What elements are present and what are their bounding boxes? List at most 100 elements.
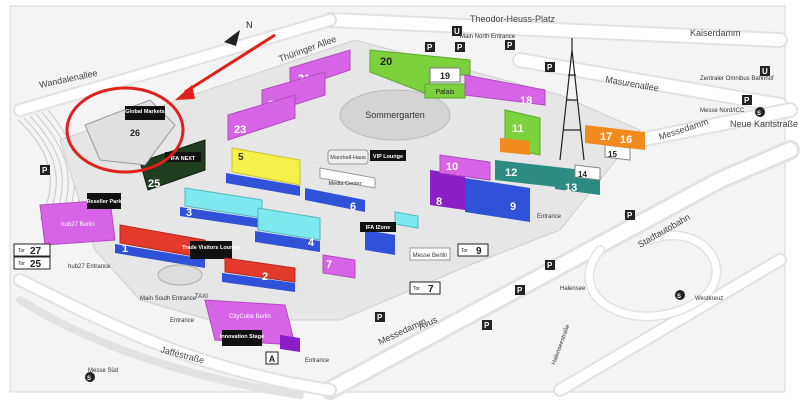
ifa-izone-label: IFA IZone [366, 225, 391, 231]
hall-2[interactable] [224, 257, 296, 283]
sommergarten-label: Sommergarten [365, 110, 425, 120]
tor-27-sign[interactable]: Tor 27 [13, 243, 51, 257]
hall-8[interactable] [430, 170, 465, 210]
svg-text:P: P [427, 43, 433, 52]
taxi-label: TAXI [195, 294, 208, 300]
hall-23-number: 23 [234, 124, 246, 136]
global-markets-label: Global Markets [125, 109, 164, 115]
sommergarten-area [339, 89, 451, 141]
tor-7-number: 7 [428, 284, 434, 295]
transit-icons: U U S S S [85, 26, 770, 382]
vip-lounge-tag[interactable] [370, 150, 406, 161]
south-entrance-rotunda[interactable] [157, 264, 203, 286]
messe-berlin-building[interactable] [409, 247, 451, 261]
hall-5[interactable] [231, 147, 301, 186]
gate-a-label: A [269, 354, 276, 364]
hall-18[interactable] [464, 74, 546, 106]
hall-8-number: 8 [436, 196, 442, 208]
hall-14-number: 14 [578, 170, 587, 179]
media-center-label: Media Center [328, 181, 361, 187]
hall-17[interactable] [585, 125, 645, 150]
tor-25-sign[interactable]: Tor 25 [13, 256, 51, 270]
hub27-entrance-label: hub27 Entrance [68, 264, 111, 270]
hall-2-lower[interactable] [222, 273, 295, 292]
hall-4[interactable] [257, 207, 321, 241]
hall-25-number: 25 [148, 178, 160, 190]
svg-text:P: P [547, 63, 553, 72]
hall-11-number: 11 [512, 123, 524, 135]
highlight-arrowhead [175, 85, 195, 100]
ifa-izone-tag[interactable] [360, 222, 396, 232]
innovation-stage-label: Innovation Stage [220, 334, 264, 340]
hall-9[interactable] [465, 178, 530, 222]
hall-19-number: 19 [440, 71, 450, 81]
hall-10[interactable] [439, 154, 491, 181]
ifa-next-tag[interactable] [165, 152, 201, 162]
innovation-stage-tag[interactable] [222, 330, 262, 346]
hall-5-lower[interactable] [226, 173, 300, 196]
street-kaiserdamm: Kaiserdamm [690, 28, 741, 38]
hall-6-number: 6 [350, 201, 356, 213]
halensee-label: Halensee [560, 286, 586, 292]
hall-19[interactable] [429, 67, 461, 83]
hall-2-number: 2 [262, 271, 268, 283]
svg-text:S: S [677, 294, 681, 300]
hall-4-lower[interactable] [255, 231, 320, 252]
compass-north: N [246, 20, 253, 30]
hall-7-number: 7 [326, 259, 332, 271]
hall-14[interactable] [574, 164, 601, 181]
svg-text:P: P [744, 96, 750, 105]
global-markets-tag[interactable] [125, 106, 165, 120]
zob-label: Zentraler Omnibus Bahnhof [700, 76, 774, 82]
media-center[interactable] [319, 167, 376, 189]
hall-4-number: 4 [308, 237, 315, 249]
tor-9-sign[interactable]: Tor 9 [457, 243, 489, 257]
marshall-haus[interactable] [327, 149, 369, 165]
hall-3-lower[interactable] [180, 207, 262, 228]
hall-7[interactable] [322, 254, 356, 279]
vip-lounge-label: VIP Lounge [373, 154, 403, 160]
hall-7-cyan[interactable] [394, 211, 419, 229]
palais-label: Palais [435, 89, 455, 96]
messe-berlin-label: Messe Berlin [413, 253, 448, 259]
hall-12-number: 12 [505, 167, 517, 179]
gate-a[interactable] [265, 351, 279, 365]
reseller-park-tag[interactable] [87, 193, 121, 209]
hall-orange-small[interactable] [500, 138, 530, 155]
tor-25-label: Tor [18, 261, 25, 267]
citycube-annex[interactable] [280, 335, 300, 352]
hall-16-number: 16 [620, 134, 632, 146]
svg-text:U: U [454, 27, 460, 36]
hall-13-number: 13 [565, 182, 577, 194]
messe-nord-label: Messe Nord/ICC [700, 108, 745, 114]
hub27-building[interactable] [39, 199, 116, 246]
hall-26-number: 26 [130, 128, 140, 138]
svg-text:P: P [627, 211, 633, 220]
hall-6[interactable] [305, 188, 365, 212]
hall-20-number: 20 [380, 56, 392, 68]
marshall-haus-label: Marshall-Haus [330, 155, 366, 161]
tor-25-number: 25 [30, 259, 42, 270]
hall-1-lower[interactable] [115, 244, 205, 268]
highlight-circle [65, 86, 185, 174]
reseller-park-label: Reseller Park [87, 199, 123, 205]
entrance-east-label: Entrance [537, 214, 562, 220]
tor-7-sign[interactable]: Tor 7 [409, 281, 441, 295]
tor-7-label: Tor [413, 286, 420, 292]
entrance-citycube-label: Entrance [305, 358, 330, 364]
hall-13[interactable] [555, 178, 600, 195]
westkreuz-label: Westkreuz [695, 296, 723, 302]
svg-text:P: P [547, 261, 553, 270]
citycube-label: CityCube Berlin [229, 314, 271, 320]
hall-23[interactable] [227, 94, 296, 141]
tor-9-label: Tor [461, 248, 468, 254]
svg-text:P: P [457, 43, 463, 52]
hall-7-east[interactable] [365, 230, 395, 255]
hall-9-number: 9 [510, 201, 516, 213]
street-neue-kantstrasse: Neue Kantstraße [730, 119, 798, 129]
hall-3-number: 3 [186, 207, 192, 219]
hall-5-number: 5 [238, 152, 244, 163]
roads [13, 12, 800, 400]
trade-visitors-lounge-tag[interactable] [190, 241, 232, 259]
